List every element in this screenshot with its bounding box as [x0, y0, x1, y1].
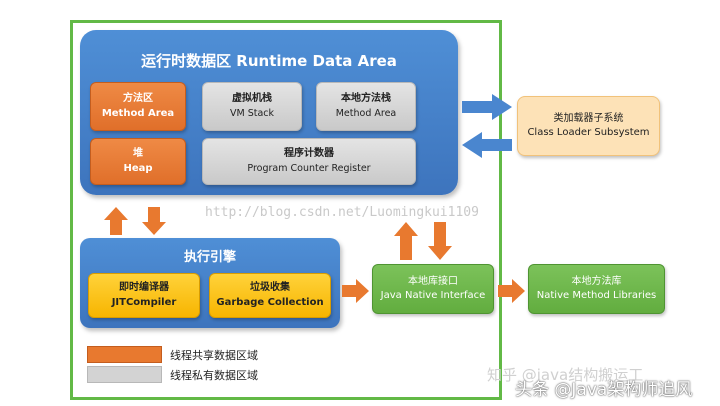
method-area-zh: 方法区: [123, 93, 153, 104]
arrow-right-runtime-to-classloader: [462, 94, 512, 120]
heap-zh: 堆: [133, 148, 143, 159]
method-area-box: 方法区 Method Area: [90, 82, 186, 131]
native-libraries-box: 本地方法库 Native Method Libraries: [528, 264, 665, 314]
pc-register-box: 程序计数器 Program Counter Register: [202, 138, 416, 185]
legend-shared-swatch: [87, 346, 162, 363]
zhihu-credit: 知乎 @java结构搬运工: [487, 366, 644, 384]
method-area-en: Method Area: [101, 107, 175, 119]
native-libraries-en: Native Method Libraries: [536, 290, 657, 301]
vm-stack-box: 虚拟机栈 VM Stack: [202, 82, 302, 131]
legend-shared-label: 线程共享数据区域: [170, 349, 258, 362]
arrow-right-engine-to-jni: [342, 279, 369, 303]
garbage-collection-zh: 垃圾收集: [250, 282, 290, 293]
jni-zh: 本地库接口: [408, 275, 458, 287]
garbage-collection-box: 垃圾收集 Garbage Collection: [209, 273, 331, 318]
jni-box: 本地库接口 Java Native Interface: [372, 264, 494, 314]
arrow-down-runtime-to-engine: [142, 207, 166, 235]
pc-register-en: Program Counter Register: [247, 162, 371, 174]
heap-en: Heap: [123, 162, 153, 174]
native-libraries-zh: 本地方法库: [571, 275, 622, 287]
toutiao-credit: 头条 @Java架构师追风: [515, 380, 693, 400]
vm-stack-zh: 虚拟机栈: [232, 93, 272, 105]
jni-en: Java Native Interface: [380, 290, 486, 301]
jit-compiler-en: JITCompiler: [111, 296, 177, 308]
jit-compiler-zh: 即时编译器: [119, 282, 169, 293]
garbage-collection-en: Garbage Collection: [216, 296, 324, 308]
native-method-stack-en: Method Area: [335, 107, 397, 119]
execution-engine-title: 执行引擎: [183, 250, 236, 265]
arrow-right-jni-to-libraries: [498, 279, 525, 303]
arrow-down-runtime-to-jni: [428, 222, 452, 260]
jvm-outer-frame: [70, 20, 502, 400]
arrow-up-engine-to-runtime: [104, 207, 128, 235]
arrow-left-classloader-to-runtime: [462, 132, 512, 158]
class-loader-en: Class Loader Subsystem: [527, 127, 650, 138]
class-loader-zh: 类加载器子系统: [553, 112, 624, 124]
pc-register-zh: 程序计数器: [284, 148, 334, 160]
legend-private-swatch: [87, 366, 162, 383]
runtime-data-area-title: 运行时数据区 Runtime Data Area: [141, 52, 397, 70]
arrow-up-jni-to-runtime: [394, 222, 418, 260]
heap-box: 堆 Heap: [90, 138, 186, 185]
native-method-stack-box: 本地方法栈 Method Area: [316, 82, 416, 131]
vm-stack-en: VM Stack: [229, 107, 275, 119]
legend-private-label: 线程私有数据区域: [170, 369, 258, 382]
csdn-watermark: http://blog.csdn.net/Luomingkui1109: [205, 205, 479, 220]
jit-compiler-box: 即时编译器 JITCompiler: [88, 273, 200, 318]
class-loader-box: 类加载器子系统 Class Loader Subsystem: [517, 96, 660, 156]
native-method-stack-zh: 本地方法栈: [341, 93, 391, 105]
